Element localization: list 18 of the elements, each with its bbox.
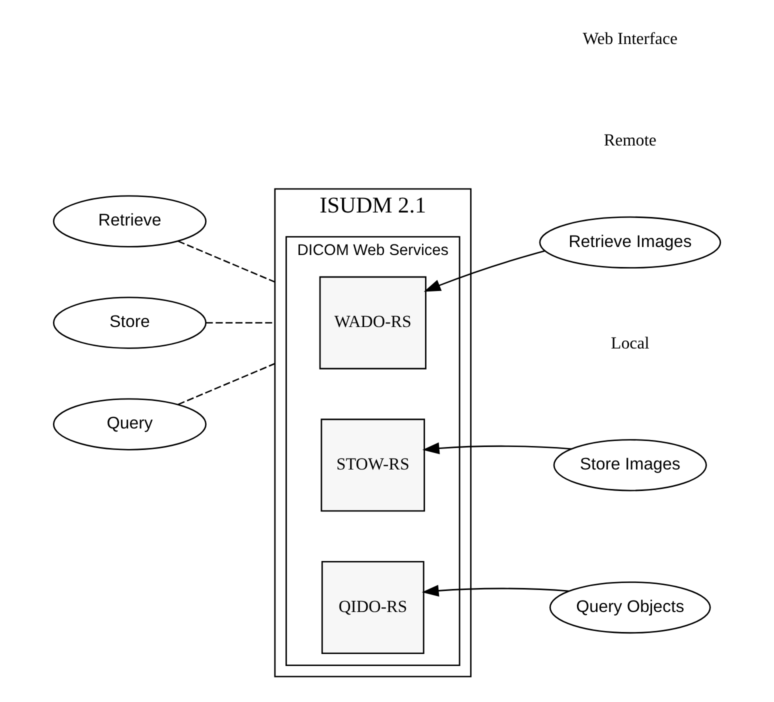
node-box: STOW-RS: [320, 418, 426, 512]
node-box: WADO-RS: [319, 276, 426, 370]
node-ellipse: Query Objects: [549, 581, 711, 634]
label: Remote: [604, 130, 656, 150]
node-box: QIDO-RS: [321, 561, 424, 654]
label: Web Interface: [582, 28, 678, 48]
connector: [178, 362, 276, 406]
node-ellipse: Retrieve Images: [539, 216, 722, 269]
arrow: [424, 250, 545, 292]
connector: [178, 240, 276, 283]
arrow: [422, 442, 572, 454]
label: Local: [610, 333, 650, 352]
connector: [206, 322, 275, 324]
node-ellipse: Retrieve: [52, 195, 207, 248]
node-ellipse: Query: [52, 398, 207, 450]
arrow: [422, 584, 569, 597]
node-ellipse: Store Images: [553, 439, 707, 492]
node-ellipse: Store: [52, 296, 207, 349]
